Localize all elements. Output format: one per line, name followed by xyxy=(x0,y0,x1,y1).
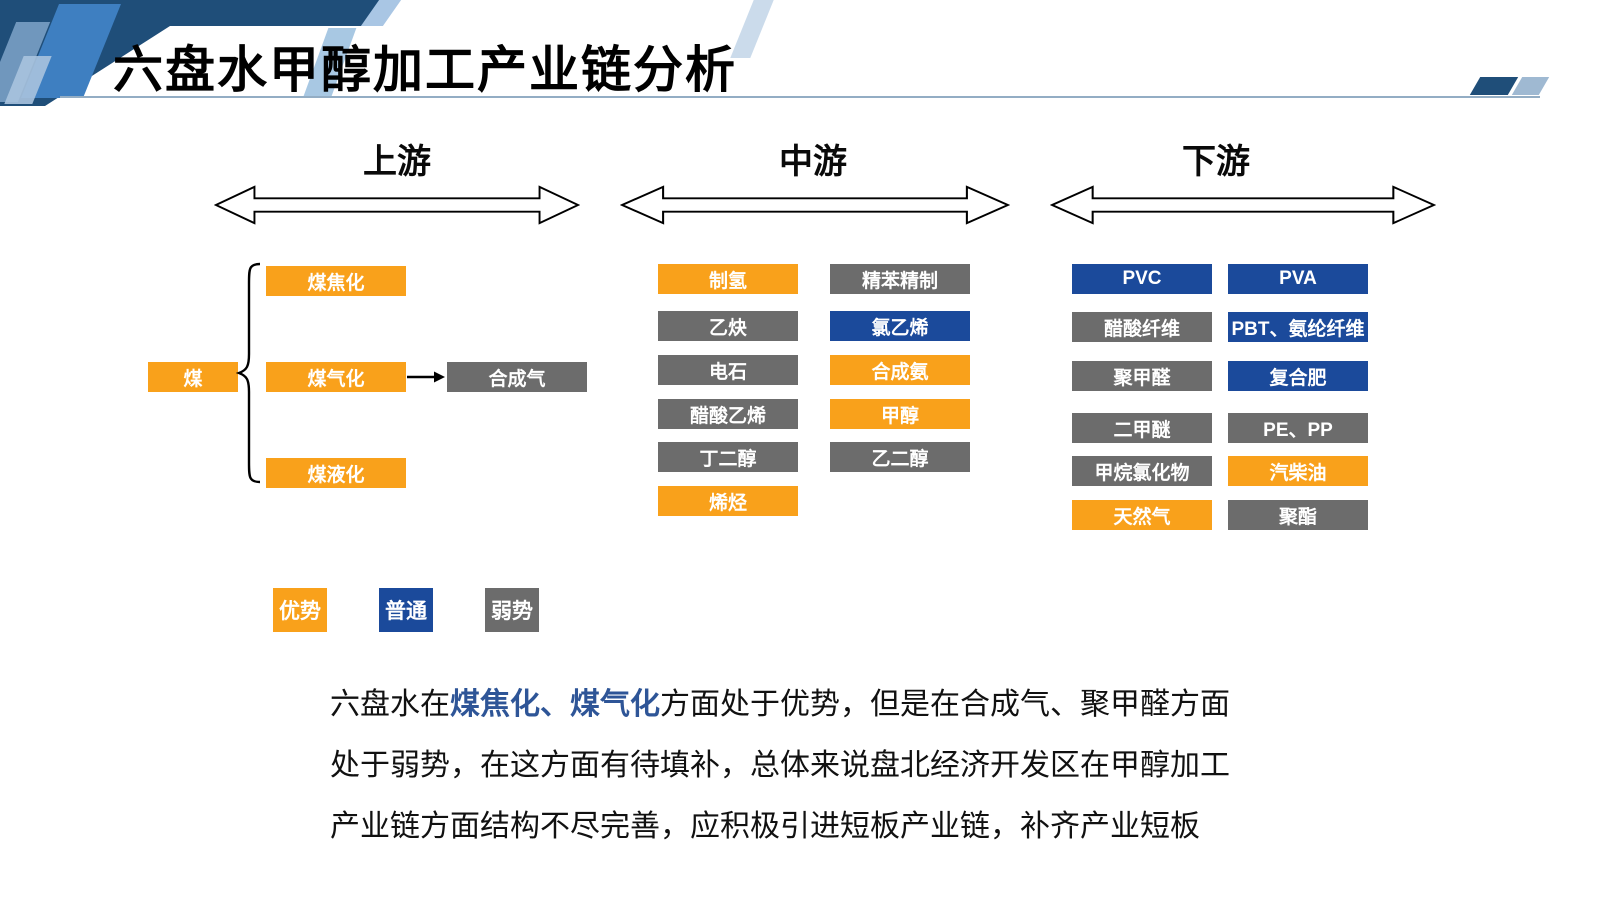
node-syngas: 合成气 xyxy=(447,362,587,392)
node-polyester: 聚酯 xyxy=(1228,500,1368,530)
node-vinyl-acetate: 醋酸乙烯 xyxy=(658,399,798,429)
node-hydrogen: 制氢 xyxy=(658,264,798,294)
node-compound-fertilizer: 复合肥 xyxy=(1228,361,1368,391)
summary-line1-highlight: 煤焦化、煤气化 xyxy=(450,688,660,721)
node-benzene-refining: 精苯精制 xyxy=(830,264,970,294)
node-methanol: 甲醇 xyxy=(830,399,970,429)
summary-line1-suffix: 方面处于优势，但是在合成气、聚甲醛方面 xyxy=(660,688,1230,721)
node-olefin: 烯烃 xyxy=(658,486,798,516)
double-arrow-upstream-icon xyxy=(214,185,580,225)
brace-icon xyxy=(236,262,261,484)
node-pva: PVA xyxy=(1228,264,1368,294)
double-arrow-midstream-icon xyxy=(620,185,1010,225)
node-coal-liquefaction: 煤液化 xyxy=(266,458,406,488)
double-arrow-downstream-icon xyxy=(1050,185,1436,225)
node-pe-pp: PE、PP xyxy=(1228,413,1368,443)
connector-arrow-icon xyxy=(407,371,445,383)
node-natural-gas: 天然气 xyxy=(1072,500,1212,530)
node-pbt-spandex: PBT、氨纶纤维 xyxy=(1228,312,1368,342)
node-pvc: PVC xyxy=(1072,264,1212,294)
legend-weak: 弱势 xyxy=(485,588,539,632)
node-ammonia: 合成氨 xyxy=(830,355,970,385)
node-ethylene-glycol: 乙二醇 xyxy=(830,442,970,472)
section-label-upstream: 上游 xyxy=(363,143,431,181)
corner-slash-light xyxy=(1511,77,1550,95)
summary-line-1: 六盘水在煤焦化、煤气化方面处于优势，但是在合成气、聚甲醛方面 xyxy=(330,674,1400,735)
node-methane-chlorides: 甲烷氯化物 xyxy=(1072,456,1212,486)
node-coal-gasification: 煤气化 xyxy=(266,362,406,392)
node-acetate-fiber: 醋酸纤维 xyxy=(1072,312,1212,342)
summary-line-3: 产业链方面结构不尽完善，应积极引进短板产业链，补齐产业短板 xyxy=(330,810,1200,843)
node-coal: 煤 xyxy=(148,362,238,392)
node-fuel-oil: 汽柴油 xyxy=(1228,456,1368,486)
node-calcium-carbide: 电石 xyxy=(658,355,798,385)
legend-normal: 普通 xyxy=(379,588,433,632)
node-butanediol: 丁二醇 xyxy=(658,442,798,472)
node-acetylene: 乙炔 xyxy=(658,311,798,341)
node-coal-coking: 煤焦化 xyxy=(266,266,406,296)
corner-slash-navy xyxy=(1469,77,1519,95)
node-dme: 二甲醚 xyxy=(1072,413,1212,443)
title-underline xyxy=(60,96,1540,98)
summary-line-2: 处于弱势，在这方面有待填补，总体来说盘北经济开发区在甲醇加工 xyxy=(330,749,1230,782)
section-label-downstream: 下游 xyxy=(1182,143,1250,181)
section-label-midstream: 中游 xyxy=(779,143,847,181)
node-polyoxymethylene: 聚甲醛 xyxy=(1072,361,1212,391)
legend-advantage: 优势 xyxy=(273,588,327,632)
summary-paragraph: 六盘水在煤焦化、煤气化方面处于优势，但是在合成气、聚甲醛方面 处于弱势，在这方面… xyxy=(330,674,1400,857)
page-title: 六盘水甲醇加工产业链分析 xyxy=(113,42,737,98)
node-vinyl-chloride: 氯乙烯 xyxy=(830,311,970,341)
summary-line1-prefix: 六盘水在 xyxy=(330,688,450,721)
